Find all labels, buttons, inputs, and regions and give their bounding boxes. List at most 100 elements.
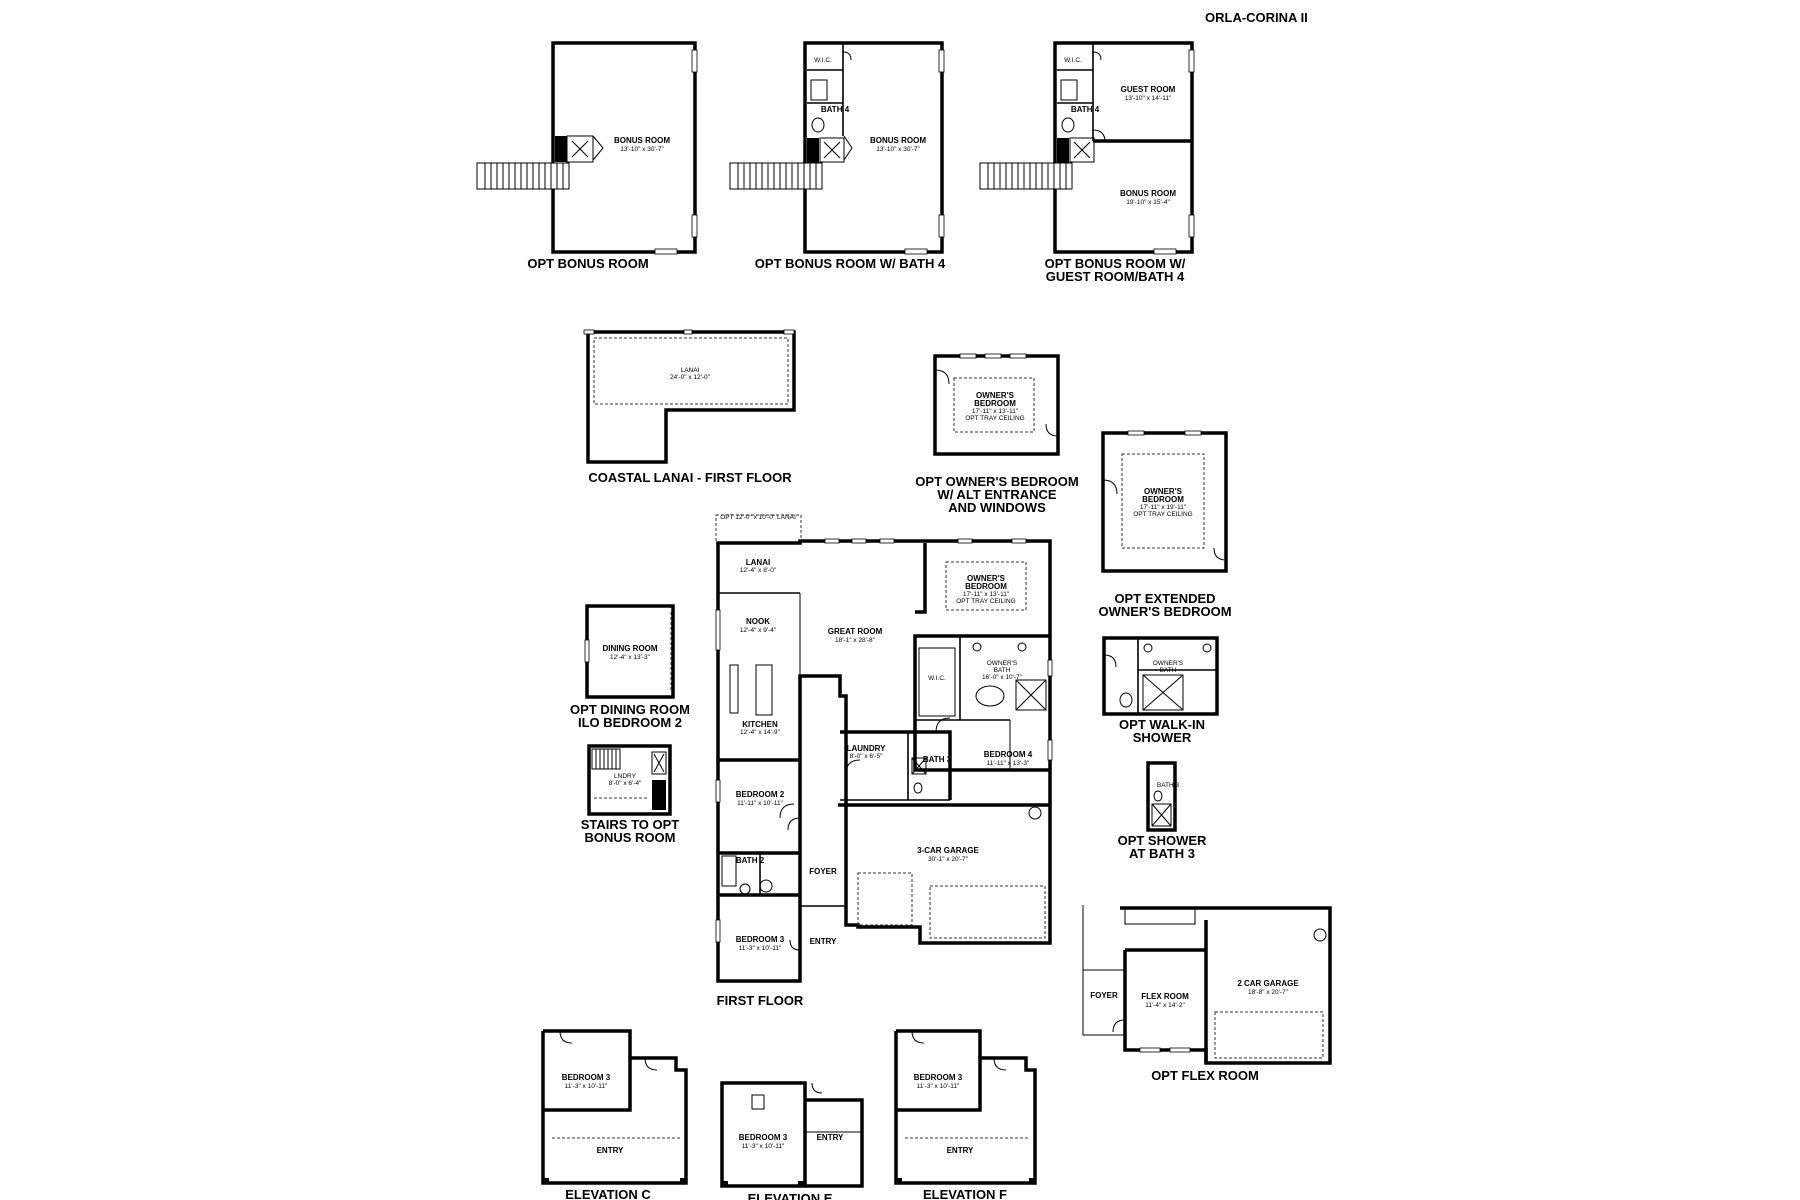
bonus-room-a-dim: 13'-10" x 30'-7" (620, 146, 664, 153)
bath3-opt-label: BATH 3 (1157, 782, 1180, 789)
guest-room-label: GUEST ROOM (1121, 85, 1176, 94)
bonus-room-b-dim: 13'-10" x 30'-7" (876, 146, 920, 153)
bedroom3-f-label: BEDROOM 3 (914, 1073, 963, 1082)
opt-bonus-room-plan (476, 41, 698, 255)
first-floor-plan (715, 514, 1053, 983)
wic-c-label: W.I.C. (1064, 57, 1082, 64)
bath3-main-label: BATH 3 (923, 755, 952, 764)
caption-opt-bonus-bath4: OPT BONUS ROOM W/ BATH 4 (755, 256, 946, 271)
nook-dim: 12'-4" x 9'-4" (740, 627, 777, 634)
caption-opt-owner-alt-3: AND WINDOWS (948, 500, 1046, 515)
bonus-room-b-label: BONUS ROOM (870, 136, 926, 145)
coastal-lanai-label: LANAI (681, 367, 700, 374)
caption-shower-b3-1: OPT SHOWER (1118, 833, 1207, 848)
owner-alt-label-1: OWNER'S (976, 391, 1015, 400)
caption-coastal-lanai: COASTAL LANAI - FIRST FLOOR (588, 470, 792, 485)
entry-f-label: ENTRY (947, 1146, 974, 1155)
opt-bonus-guest-plan (979, 41, 1195, 255)
wic-b-label: W.I.C. (814, 57, 832, 64)
stairs-opt-plan (587, 744, 672, 816)
opt-lanai-ext-label: OPT 12'-0" x 10'-0" LANAI (720, 514, 796, 521)
flex-room-label: FLEX ROOM (1141, 992, 1189, 1001)
owner-bath-main-label-2: BATH (994, 667, 1011, 674)
garage2-dim: 18'-8" x 20'-7" (1248, 989, 1289, 996)
bonus-room-a-label: BONUS ROOM (614, 136, 670, 145)
owner-ext-label-2: BEDROOM (1142, 495, 1184, 504)
elevation-f-plan (894, 1029, 1037, 1185)
owner-main-note: OPT TRAY CEILING (956, 598, 1015, 605)
dining-room-label: DINING ROOM (602, 644, 657, 653)
owner-bath-main-label-1: OWNER'S (987, 660, 1018, 667)
caption-opt-bonus-room: OPT BONUS ROOM (527, 256, 648, 271)
dining-room-dim: 12'-4" x 13'-3" (610, 654, 651, 661)
caption-stairs-2: BONUS ROOM (585, 830, 676, 845)
opt-shower-bath3-plan (1146, 761, 1177, 832)
garage2-label: 2 CAR GARAGE (1237, 979, 1299, 988)
walkin-bath-label-2: BATH (1160, 667, 1177, 674)
foyer-main-label: FOYER (809, 867, 837, 876)
walkin-bath-label-1: OWNER'S (1153, 660, 1184, 667)
bedroom3-e-label: BEDROOM 3 (739, 1133, 788, 1142)
kitchen-dim: 12'-4" x 14'-9" (740, 729, 781, 736)
caption-elev-c: ELEVATION C (565, 1187, 651, 1200)
bedroom4-dim: 11'-11" x 13'-3" (987, 760, 1030, 767)
owner-alt-label-2: BEDROOM (974, 399, 1016, 408)
laundry-dim: 8'-0" x 6'-5" (850, 753, 883, 760)
bedroom4-label: BEDROOM 4 (984, 750, 1033, 759)
stair-treads (484, 163, 564, 189)
opt-flex-plan (1082, 905, 1332, 1065)
owner-ext-label-1: OWNER'S (1144, 487, 1183, 496)
bedroom2-label: BEDROOM 2 (736, 790, 785, 799)
laundry-label: LAUNDRY (847, 744, 886, 753)
owner-ext-note: OPT TRAY CEILING (1133, 511, 1192, 518)
bonus-room-c-dim: 19'-10" x 15'-4" (1126, 199, 1170, 206)
great-room-label: GREAT ROOM (828, 627, 883, 636)
flex-room-dim: 11'-4" x 14'-2" (1145, 1002, 1185, 1009)
caption-opt-owner-alt-1: OPT OWNER'S BEDROOM (915, 474, 1078, 489)
lanai-main-label: LANAI (746, 558, 770, 567)
opt-owner-alt-plan (933, 353, 1060, 456)
caption-elev-f: ELEVATION F (923, 1187, 1007, 1200)
elevation-c-plan (541, 1029, 688, 1185)
owner-ext-dim: 17'-11" x 19'-11" (1140, 504, 1187, 511)
caption-opt-ext-owner-1: OPT EXTENDED (1114, 591, 1215, 606)
bath4-b-label: BATH 4 (821, 105, 850, 114)
bedroom3-e-dim: 11'-3" x 10'-11" (742, 1143, 785, 1150)
elevation-e-plan (720, 1081, 864, 1188)
owner-main-dim: 17'-11" x 13'-11" (963, 591, 1010, 598)
caption-walkin-1: OPT WALK-IN (1119, 717, 1205, 732)
caption-opt-flex: OPT FLEX ROOM (1151, 1068, 1259, 1083)
bedroom3-c-label: BEDROOM 3 (562, 1073, 611, 1082)
great-room-dim: 18'-1" x 28'-8" (835, 637, 876, 644)
foyer-flex-label: FOYER (1090, 991, 1118, 1000)
caption-opt-bonus-guest-2: GUEST ROOM/BATH 4 (1046, 269, 1185, 284)
opt-bonus-bath4-plan (729, 41, 945, 255)
owner-main-label-2: BEDROOM (965, 582, 1007, 591)
caption-walkin-2: SHOWER (1133, 730, 1192, 745)
caption-first-floor: FIRST FLOOR (717, 993, 804, 1008)
bonus-room-c-label: BONUS ROOM (1120, 189, 1176, 198)
caption-opt-dining-1: OPT DINING ROOM (570, 702, 690, 717)
caption-opt-dining-2: ILO BEDROOM 2 (578, 715, 682, 730)
owner-bath-main-dim: 16'-0" x 10'-7" (982, 674, 1023, 681)
coastal-lanai-plan (583, 329, 796, 464)
lanai-main-dim: 12'-4" x 8'-0" (740, 567, 777, 574)
wic-main-label: W.I.C. (928, 675, 946, 682)
bath4-c-label: BATH 4 (1071, 105, 1100, 114)
bedroom3-main-label: BEDROOM 3 (736, 935, 785, 944)
caption-opt-ext-owner-2: OWNER'S BEDROOM (1098, 604, 1231, 619)
caption-shower-b3-2: AT BATH 3 (1129, 846, 1195, 861)
entry-c-label: ENTRY (597, 1146, 624, 1155)
lndry-opt-dim: 8'-0" x 6'-4" (609, 780, 642, 787)
bedroom3-c-dim: 11'-3" x 10'-11" (565, 1083, 608, 1090)
owner-main-label-1: OWNER'S (967, 574, 1006, 583)
owner-alt-note: OPT TRAY CEILING (965, 415, 1024, 422)
bedroom2-dim: 11'-11" x 10'-11" (737, 800, 783, 807)
opt-extended-owner-plan (1101, 430, 1228, 573)
guest-room-dim: 13'-10" x 14'-11" (1125, 95, 1172, 102)
lndry-opt-label: LNDRY (614, 773, 637, 780)
caption-elev-e: ELEVATION E (748, 1191, 833, 1200)
garage3-dim: 30'-1" x 20'-7" (928, 856, 969, 863)
opt-dining-plan (584, 604, 675, 699)
